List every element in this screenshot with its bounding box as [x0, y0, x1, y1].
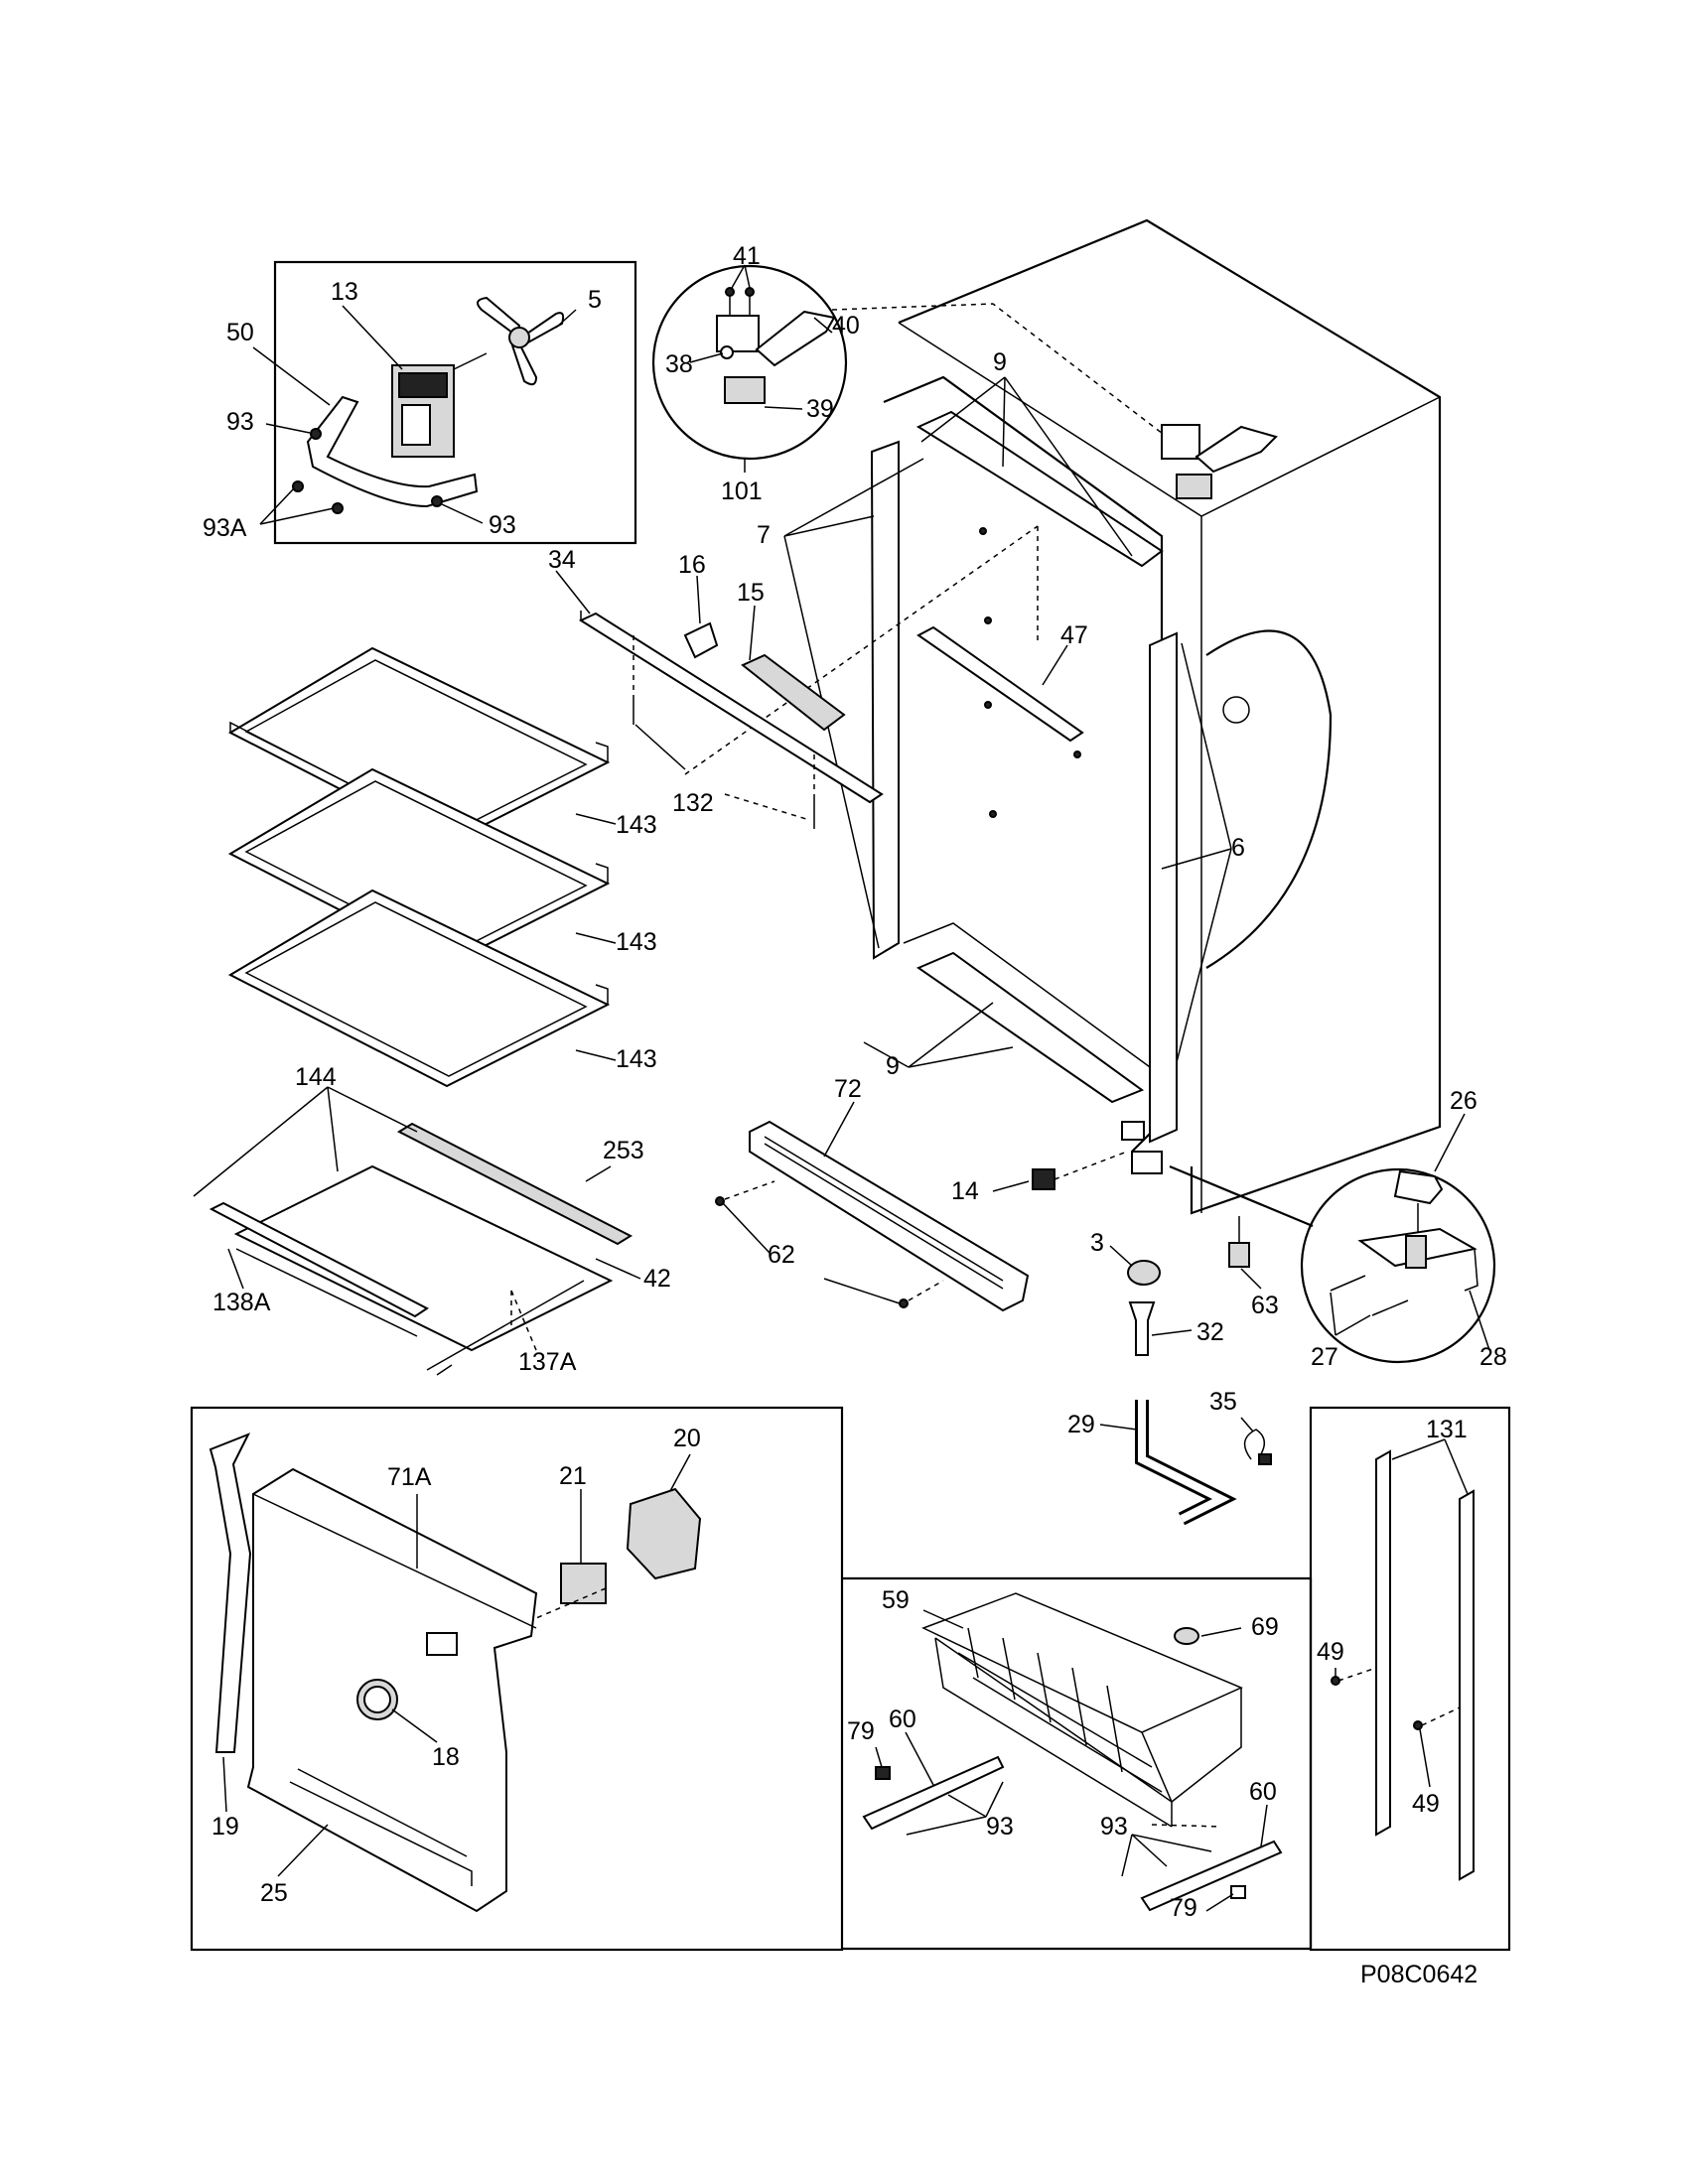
toe-grille-part [749, 1120, 1030, 1312]
lower-panel-inset [190, 1406, 844, 1952]
label-34: 34 [548, 546, 576, 574]
label-71a: 71A [387, 1463, 432, 1491]
label-3: 3 [1090, 1229, 1104, 1257]
socket-part [683, 621, 719, 659]
label-5: 5 [588, 286, 602, 314]
label-20: 20 [673, 1425, 701, 1452]
label-7: 7 [757, 521, 771, 549]
label-49-top: 49 [1317, 1638, 1344, 1666]
label-63: 63 [1251, 1292, 1279, 1319]
diagram-code: P08C0642 [1360, 1961, 1477, 1988]
label-60-right: 60 [1249, 1778, 1277, 1806]
label-253: 253 [603, 1137, 644, 1164]
wire-clip-part [1243, 1429, 1265, 1460]
shelf-3 [227, 888, 611, 1088]
label-41: 41 [733, 242, 761, 270]
thermostat-cover-part [626, 1487, 702, 1580]
drain-plug-part [1127, 1260, 1161, 1286]
label-35: 35 [1209, 1388, 1237, 1416]
glass-cover-part [233, 1164, 614, 1352]
label-28: 28 [1479, 1343, 1507, 1371]
label-38: 38 [665, 350, 693, 378]
rail-60-right-part [1140, 1840, 1283, 1912]
label-50: 50 [226, 319, 254, 346]
callout-labels: 5 13 50 93 93A 93 41 40 38 39 101 9 7 47… [203, 242, 1507, 1988]
label-21: 21 [559, 1462, 587, 1490]
label-6: 6 [1231, 834, 1245, 862]
label-49-bottom: 49 [1412, 1790, 1440, 1818]
label-93-fan-top: 93 [226, 408, 254, 436]
label-143-b: 143 [616, 928, 657, 956]
label-16: 16 [678, 551, 706, 579]
label-25: 25 [260, 1879, 288, 1907]
label-40: 40 [832, 312, 860, 340]
freezer-cabinet [684, 218, 1442, 1215]
bulb-part [741, 653, 846, 732]
door-gasket-top [915, 410, 1164, 568]
label-79-left: 79 [847, 1717, 875, 1745]
fan-motor-part [391, 352, 488, 458]
label-93-basket-right: 93 [1100, 1813, 1128, 1841]
label-9-bottom: 9 [886, 1052, 900, 1080]
door-switch-part [1032, 1168, 1055, 1190]
rail-part [578, 612, 884, 804]
label-101: 101 [721, 478, 763, 505]
label-9-top: 9 [993, 348, 1007, 376]
rail-60-left-part [862, 1755, 1005, 1831]
label-27: 27 [1311, 1343, 1338, 1371]
label-131: 131 [1426, 1416, 1468, 1443]
basket-inset [842, 1576, 1313, 1951]
label-13: 13 [331, 278, 358, 306]
label-62: 62 [768, 1241, 795, 1269]
drain-group [1099, 1216, 1272, 1526]
door-gasket-right [1149, 631, 1178, 1144]
shelf-standards-inset [1309, 1406, 1511, 1952]
wire-shelves [227, 646, 617, 1088]
crisper-group [193, 1086, 641, 1376]
door-gasket-bottom [915, 951, 1145, 1104]
label-79-right: 79 [1170, 1894, 1197, 1922]
grille-group [715, 1101, 1128, 1312]
lower-hinge-inset [1169, 1113, 1496, 1364]
hinge-inset [651, 264, 1168, 473]
light-rail-group [555, 570, 884, 829]
label-72: 72 [834, 1075, 862, 1103]
label-69: 69 [1251, 1613, 1279, 1641]
drain-tube-part [1128, 1301, 1156, 1356]
label-93-basket-left: 93 [986, 1813, 1014, 1841]
label-42: 42 [643, 1265, 671, 1293]
label-60-left: 60 [889, 1706, 916, 1733]
fan-blade-part [477, 296, 565, 386]
standard-131-left-part [1375, 1449, 1391, 1837]
label-15: 15 [737, 579, 765, 607]
label-137a: 137A [518, 1348, 577, 1376]
label-32: 32 [1196, 1318, 1224, 1346]
label-29: 29 [1067, 1411, 1095, 1438]
label-93a: 93A [203, 514, 247, 542]
standard-131-right-part [1459, 1489, 1475, 1881]
label-39: 39 [806, 395, 834, 423]
label-138a: 138A [212, 1289, 271, 1316]
motor-bracket-part [306, 395, 479, 508]
fan-motor-inset [252, 260, 637, 545]
wire-basket-part [921, 1592, 1243, 1828]
label-93-fan-bottom: 93 [489, 511, 516, 539]
label-26: 26 [1450, 1087, 1477, 1115]
label-14: 14 [951, 1177, 979, 1205]
door-gasket-left [870, 440, 900, 960]
shelf-rail-part [916, 625, 1084, 743]
gasket-19-part [209, 1433, 252, 1753]
cabinet-hinge-part [1161, 424, 1278, 499]
thermostat-21-part [560, 1563, 607, 1604]
label-143-c: 143 [616, 1045, 657, 1073]
label-132: 132 [672, 789, 714, 817]
label-144: 144 [295, 1063, 337, 1091]
label-47: 47 [1060, 621, 1088, 649]
label-59: 59 [882, 1586, 910, 1614]
label-18: 18 [432, 1743, 460, 1771]
leveler-part [1228, 1242, 1250, 1268]
label-19: 19 [211, 1813, 239, 1841]
label-143-a: 143 [616, 811, 657, 839]
